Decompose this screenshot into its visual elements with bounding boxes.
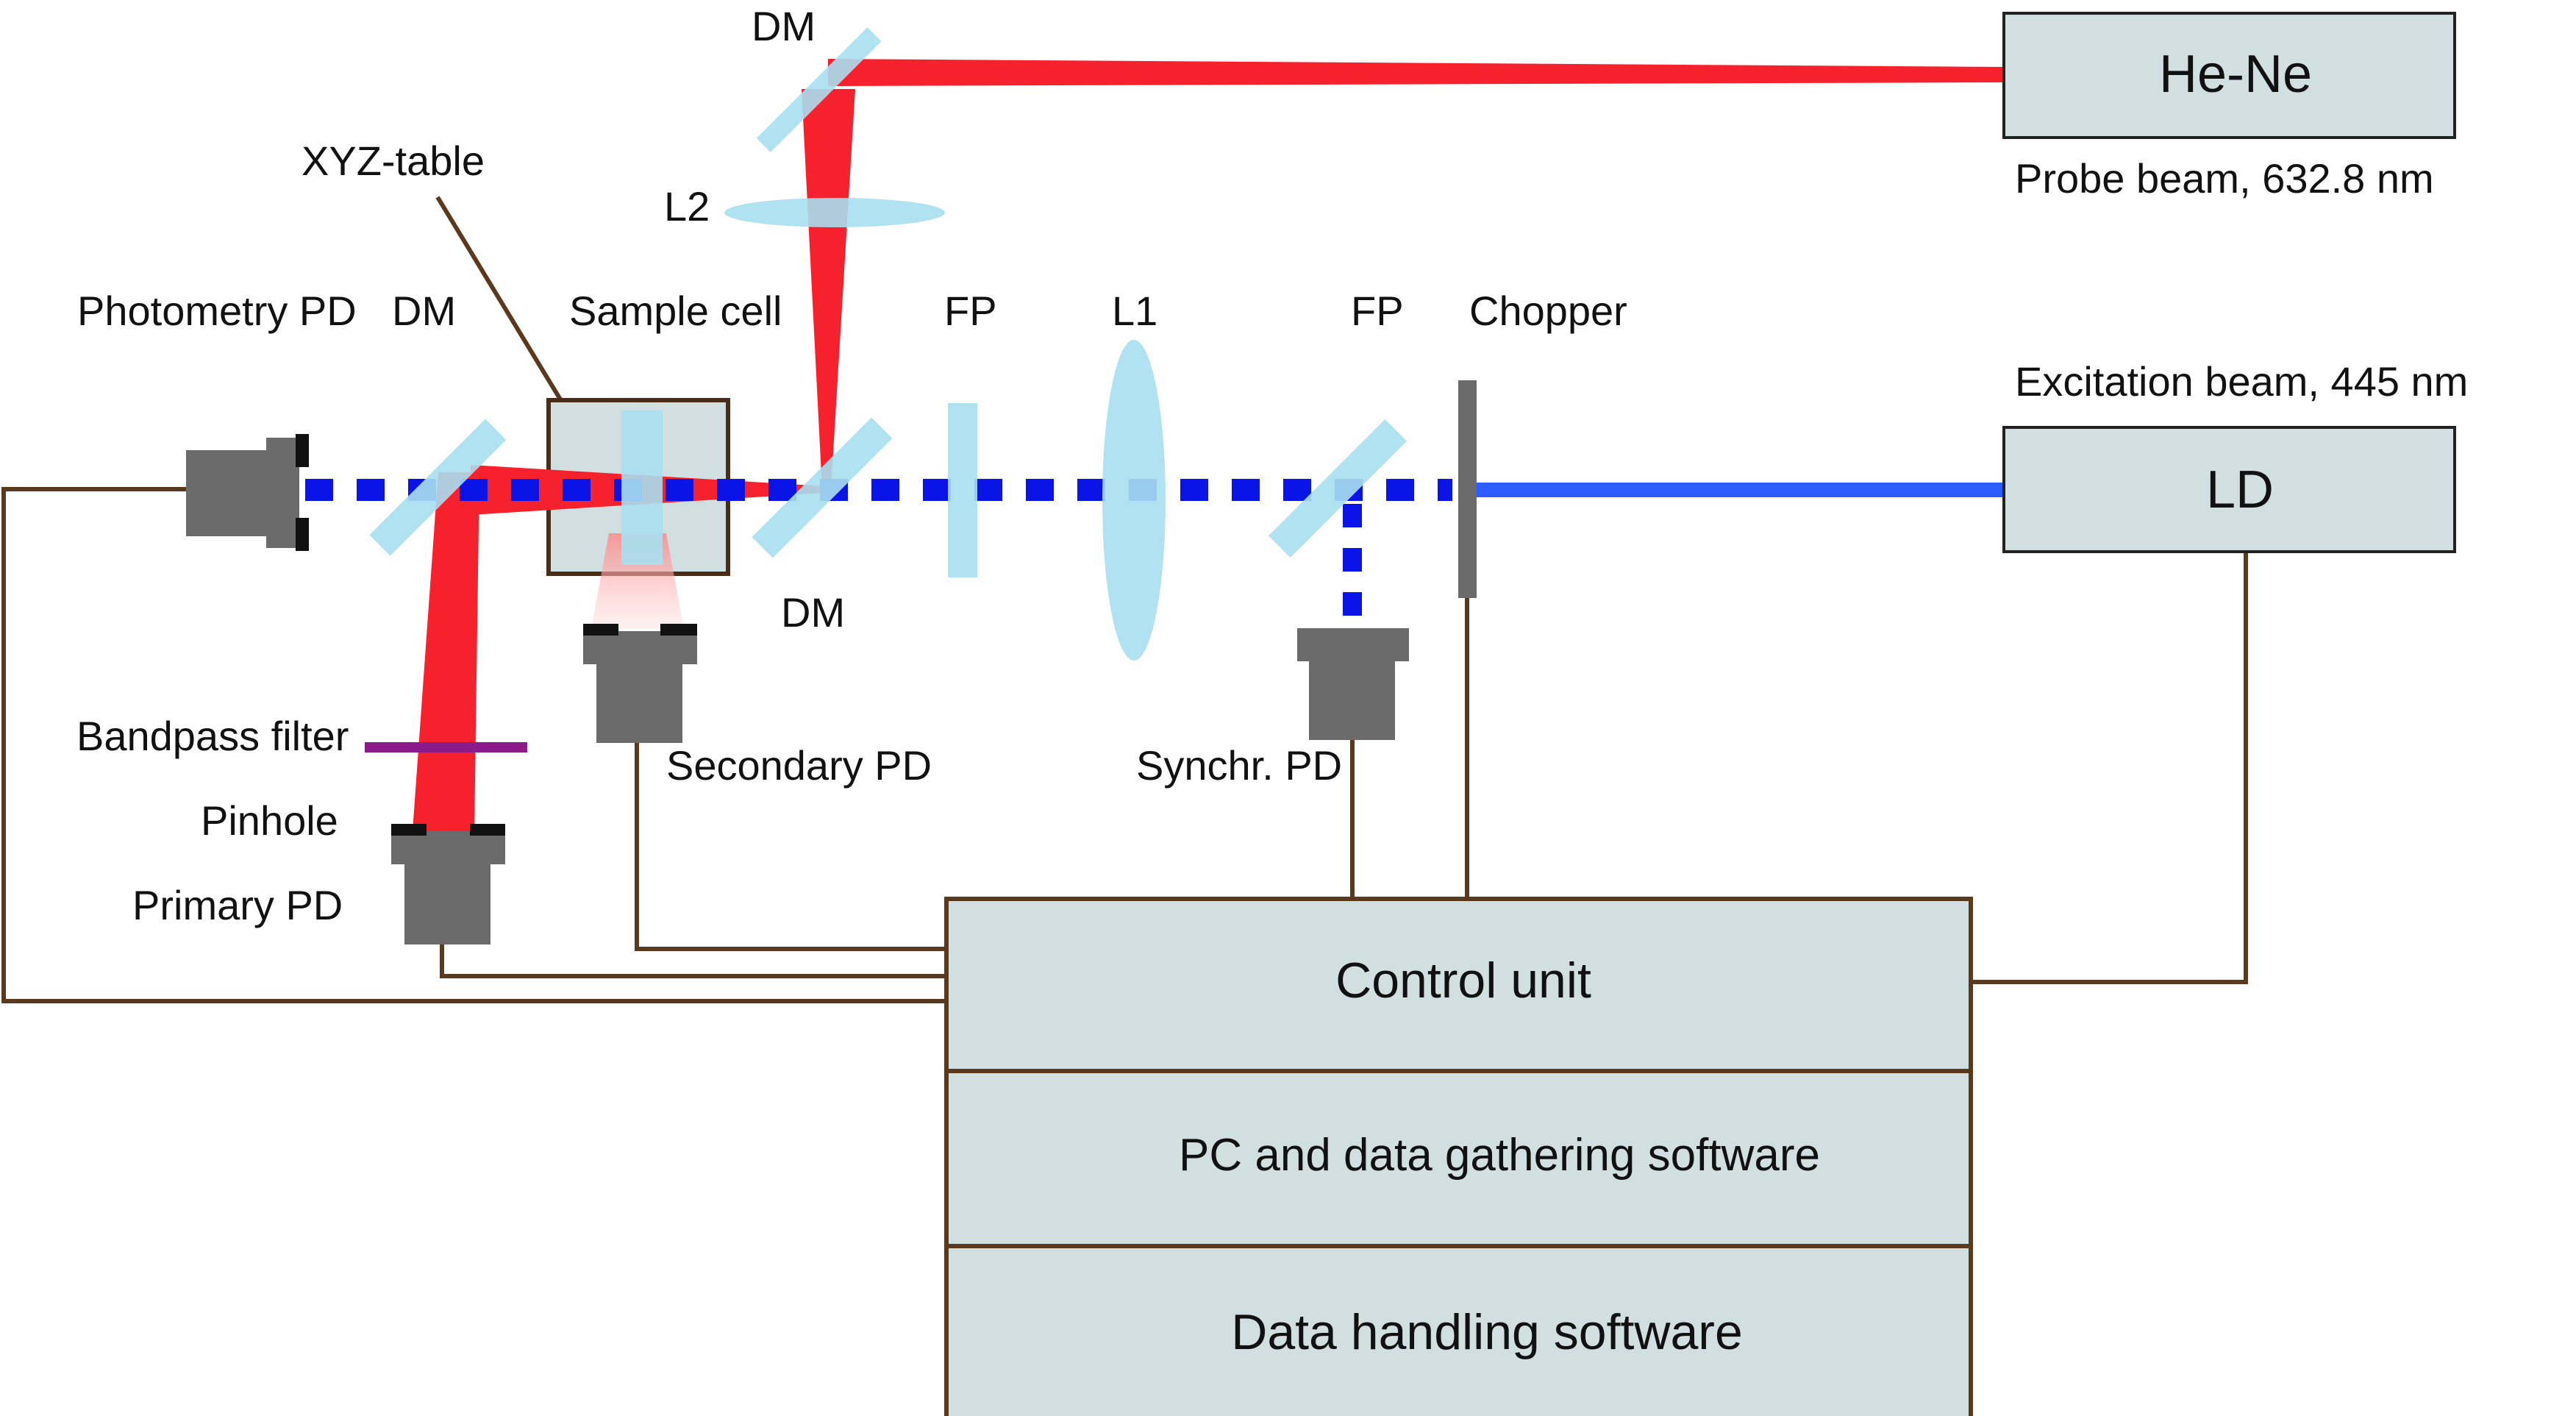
label-pinhole: Pinhole	[201, 797, 338, 844]
pc-software-label: PC and data gathering software	[1179, 1130, 1820, 1181]
wire-photometry-pd	[1, 487, 946, 1003]
label-dm-center: DM	[781, 589, 845, 636]
wire-ld	[1971, 551, 2248, 984]
leader-xyz-table	[435, 196, 565, 405]
label-fp-left: FP	[944, 288, 997, 334]
component-labels: DM L2 XYZ-table Photometry PD DM Sample …	[76, 3, 2468, 928]
fp-right-filter	[1268, 419, 1407, 558]
lens-l2	[724, 198, 945, 227]
data-handling-box	[944, 1244, 1973, 1416]
label-dm-top: DM	[752, 3, 816, 49]
label-chopper: Chopper	[1469, 288, 1627, 334]
label-excitation-beam: Excitation beam, 445 nm	[2015, 358, 2468, 405]
wire-primary-pd	[440, 938, 946, 978]
signal-wires	[1, 196, 2248, 1003]
wire-secondary-pd	[635, 737, 946, 951]
probe-beam-to-primary	[413, 472, 479, 831]
probe-beam-horizontal	[828, 59, 2005, 86]
bandpass-filter	[365, 742, 527, 753]
dm-center-mirror	[752, 417, 893, 558]
secondary-pd-detector	[583, 624, 697, 743]
label-photometry-pd: Photometry PD	[77, 288, 357, 334]
fp-left-filter	[948, 403, 977, 577]
hene-label: He-Ne	[2159, 45, 2312, 104]
ld-label: LD	[2206, 460, 2274, 519]
label-synchr-pd: Synchr. PD	[1136, 742, 1342, 789]
control-unit-box	[944, 897, 1973, 1073]
primary-pd-detector	[391, 824, 505, 944]
label-dm-left: DM	[392, 288, 456, 334]
hene-laser: He-Ne	[2002, 12, 2456, 139]
label-bandpass-filter: Bandpass filter	[76, 713, 349, 759]
data-handling-label: Data handling software	[1231, 1304, 1743, 1360]
pc-software-box	[944, 1069, 1973, 1248]
label-primary-pd: Primary PD	[132, 882, 343, 928]
control-stack: Control unit PC and data gathering softw…	[944, 897, 1973, 1416]
sample-cuvette	[621, 410, 663, 565]
synchr-pd-detector	[1297, 628, 1409, 740]
dm-top-mirror	[756, 27, 882, 152]
label-secondary-pd: Secondary PD	[666, 742, 932, 789]
excitation-beam	[1469, 483, 2003, 497]
label-fp-right: FP	[1351, 288, 1404, 334]
photometry-pd-detector	[186, 434, 309, 551]
chopper-blade	[1458, 380, 1477, 598]
dm-left-mirror	[369, 419, 507, 556]
probe-beam-down	[802, 89, 855, 489]
control-unit-label: Control unit	[1335, 953, 1591, 1008]
label-sample-cell: Sample cell	[569, 288, 782, 334]
label-probe-beam: Probe beam, 632.8 nm	[2015, 155, 2434, 202]
lens-l1	[1102, 340, 1166, 661]
label-xyz-table: XYZ-table	[302, 138, 485, 184]
probe-beam	[413, 59, 2005, 831]
label-l1: L1	[1112, 288, 1157, 334]
ld-laser: LD	[2002, 426, 2456, 553]
label-l2: L2	[664, 183, 710, 230]
